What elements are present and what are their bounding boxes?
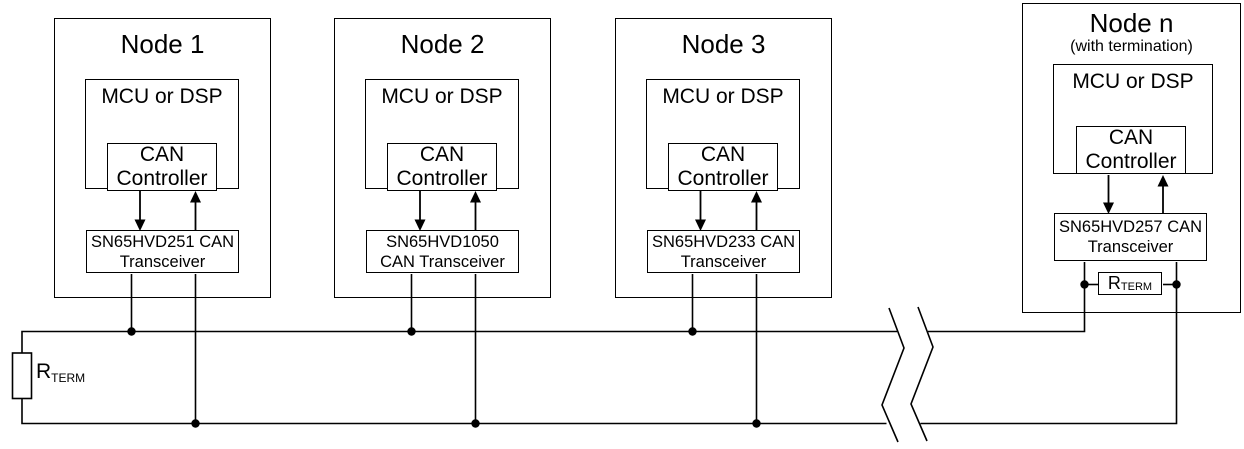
node1-title: Node 1 [120,29,205,59]
noden-can-controller-box: CAN Controller [1076,126,1186,174]
node1-rx-arrowhead-icon [190,191,201,203]
noden-mcu-label: MCU or DSP [1072,70,1194,93]
bus-termination-label-sub: TERM [51,371,86,385]
noden-transceiver-label: SN65HVD257 CAN Transceiver [1058,218,1203,256]
node3-can-controller-box: CAN Controller [668,143,778,191]
junction-dots [127,280,1181,428]
node1-box: Node 1 MCU or DSP CAN Controller SN65HVD… [54,18,271,298]
node1-tx-arrowhead-icon [134,219,146,231]
node3-tx-arrowhead-icon [695,219,706,231]
node3-rx-arrowhead-icon [751,191,762,203]
bus-termination-resistor [11,352,33,400]
node1-can-controller-box: CAN Controller [107,143,217,191]
node3-transceiver-label: SN65HVD233 CAN Transceiver [651,232,796,271]
junction-dot [688,327,697,336]
node2-mcu-label: MCU or DSP [381,85,503,108]
noden-transceiver-box: SN65HVD257 CAN Transceiver [1054,213,1207,261]
noden-tx-arrowhead-icon [1103,202,1114,214]
bus-break-mark-left [881,307,905,443]
node1-mcu-label: MCU or DSP [101,85,223,108]
node1-transceiver-label: SN65HVD251 CAN Transceiver [90,232,235,271]
node2-rx-arrowhead-icon [470,191,481,203]
node3-box: Node 3 MCU or DSP CAN Controller SN65HVD… [615,18,832,298]
bus-termination-label-group: RTERM [36,360,86,385]
noden-rx-arrowhead-icon [1157,175,1169,187]
noden-termination-label-sub: TERM [1120,280,1153,293]
signal-arrows [134,175,1169,231]
noden-title: Node n [1089,8,1174,38]
bus-termination-label: R [36,360,52,383]
bus-line-low-left [21,398,887,425]
junction-dot [1080,280,1089,289]
noden-can-controller-label: CAN Controller [1085,126,1177,173]
bus-break-mark-right [910,306,934,442]
node3-transceiver-box: SN65HVD233 CAN Transceiver [647,230,800,273]
node1-can-controller-label: CAN Controller [116,143,208,190]
bus-line-high-left [21,330,897,353]
node2-box: Node 2 MCU or DSP CAN Controller SN65HVD… [334,18,551,298]
junction-dot [752,419,761,428]
bus-break-icon [881,306,934,443]
node2-can-controller-label: CAN Controller [396,143,488,190]
junction-dot [191,419,200,428]
junction-dot [1172,280,1181,289]
node2-transceiver-label: SN65HVD1050 CAN Transceiver [380,232,505,271]
noden-subtitle: (with termination) [1070,38,1193,55]
node2-tx-arrowhead-icon [414,219,426,231]
node3-title: Node 3 [681,29,766,59]
junction-dot [127,327,136,336]
noden-box: Node n (with termination) MCU or DSP CAN… [1022,3,1241,313]
noden-termination-label: R [1107,273,1121,293]
node2-transceiver-box: SN65HVD1050 CAN Transceiver [366,230,519,273]
node1-transceiver-box: SN65HVD251 CAN Transceiver [86,230,239,273]
node3-can-controller-label: CAN Controller [677,143,769,190]
junction-dot [407,327,416,336]
node2-title: Node 2 [400,29,485,59]
junction-dot [471,419,480,428]
bus-lines [21,262,1178,425]
node3-mcu-label: MCU or DSP [662,85,784,108]
node2-can-controller-box: CAN Controller [387,143,497,191]
bus-line-low-right [920,262,1178,425]
